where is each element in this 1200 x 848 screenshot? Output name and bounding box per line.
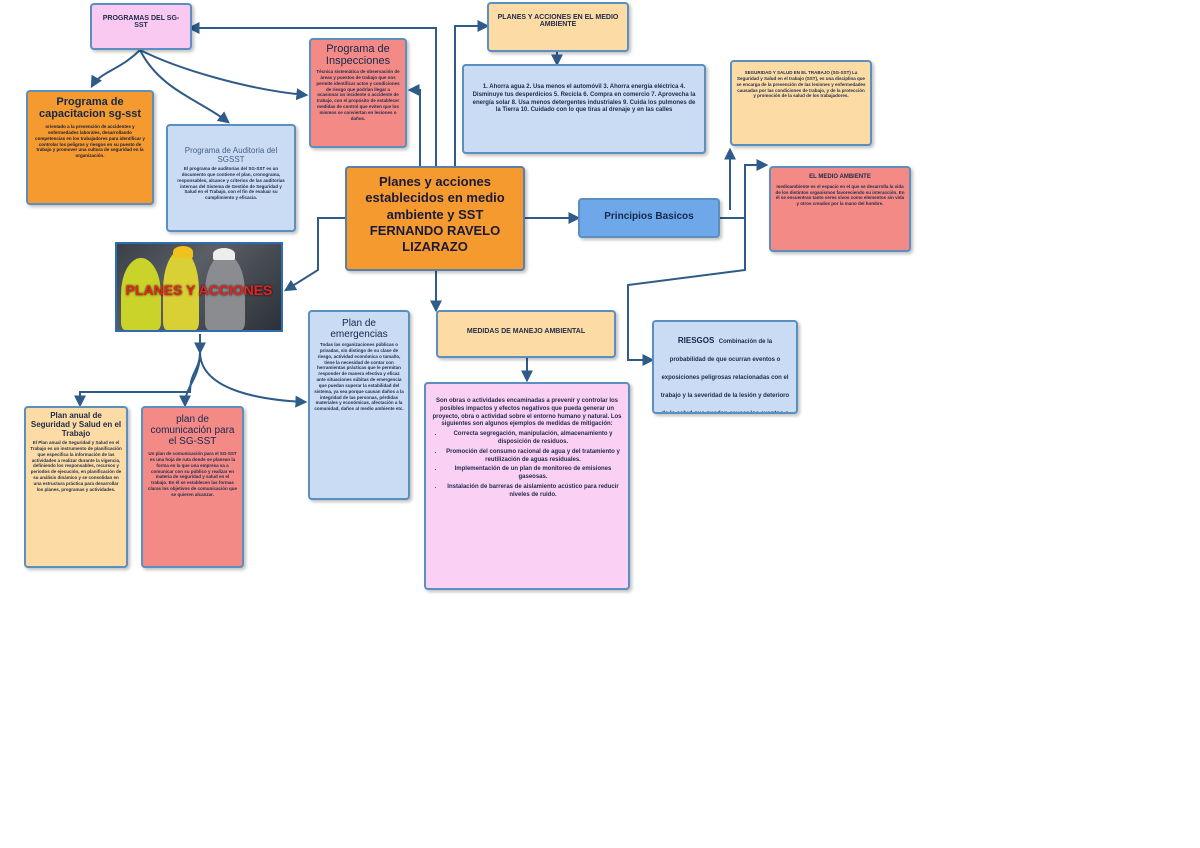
comunicacion-text: Un plan de comunicación para el SG-SST e… (147, 451, 238, 497)
principios-node[interactable]: Principios Basicos (578, 198, 720, 238)
acciones-list-node[interactable]: 1. Ahorra agua 2. Usa menos el automóvil… (462, 64, 706, 154)
comunicacion-node[interactable]: plan de comunicación para el SG-SST Un p… (141, 406, 244, 568)
medio-ambiente-plans-title: PLANES Y ACCIONES EN EL MEDIO AMBIENTE (497, 14, 619, 28)
comunicacion-title: plan de comunicación para el SG-SST (150, 414, 235, 447)
sst-definition-text: SEGURIDAD Y SALUD EN EL TRABAJO (SG-SST)… (736, 70, 866, 99)
emergencias-node[interactable]: Plan de emergencias Todas las organizaci… (308, 310, 410, 500)
planes-acciones-photo: PLANES Y ACCIONES (115, 242, 283, 332)
acciones-list-text: 1. Ahorra agua 2. Usa menos el automóvil… (472, 84, 696, 114)
medio-ambiente-def-title: EL MEDIO AMBIENTE (809, 174, 871, 180)
auditoria-text: El programa de auditorías del SG-SST es … (177, 166, 285, 201)
auditoria-title: Programa de Auditoria del SGSST (184, 146, 278, 164)
medida-item: Promoción del consumo racional de agua y… (444, 449, 622, 465)
medidas-text-node[interactable]: Son obras o actividades encaminadas a pr… (424, 382, 630, 590)
principios-title: Principios Basicos (604, 211, 694, 222)
worker-figure-2 (163, 250, 199, 330)
medio-ambiente-def-node[interactable]: EL MEDIO AMBIENTE medioambiente es el es… (769, 166, 911, 252)
inspecciones-text: Técnica sistemática de observación de ár… (316, 69, 400, 121)
helmet-shape (173, 246, 193, 258)
riesgos-node[interactable]: RIESGOS Combinación de la probabilidad d… (652, 320, 798, 414)
sst-definition-node[interactable]: SEGURIDAD Y SALUD EN EL TRABAJO (SG-SST)… (730, 60, 872, 146)
plan-anual-node[interactable]: Plan anual de Seguridad y Salud en el Tr… (24, 406, 128, 568)
capacitacion-text: orientado a la prevención de accidentes … (35, 124, 145, 159)
riesgos-text: Combinación de la probabilidad de que oc… (660, 339, 790, 414)
emergencias-title: Plan de emergencias (330, 318, 388, 340)
medidas-node[interactable]: MEDIDAS DE MANEJO AMBIENTAL (436, 310, 616, 358)
medida-item: Implementación de un plan de monitoreo d… (444, 466, 622, 482)
programas-sgsst-node[interactable]: PROGRAMAS DEL SG-SST (90, 3, 192, 50)
plan-anual-title: Plan anual de Seguridad y Salud en el Tr… (30, 411, 122, 438)
programas-sgsst-title: PROGRAMAS DEL SG-SST (102, 15, 180, 29)
photo-label: PLANES Y ACCIONES (125, 282, 273, 298)
central-author: FERNANDO RAVELO LIZARAZO (369, 222, 501, 254)
capacitacion-title: Programa de capacitacion sg-sst (38, 96, 142, 120)
helmet-shape (213, 248, 235, 260)
capacitacion-node[interactable]: Programa de capacitacion sg-sst orientad… (26, 90, 154, 205)
medida-item: Instalación de barreras de aislamiento a… (444, 484, 622, 500)
auditoria-node[interactable]: Programa de Auditoria del SGSST El progr… (166, 124, 296, 232)
worker-figure-1 (121, 258, 161, 330)
medio-ambiente-plans-node[interactable]: PLANES Y ACCIONES EN EL MEDIO AMBIENTE (487, 2, 629, 52)
inspecciones-node[interactable]: Programa de Inspecciones Técnica sistemá… (309, 38, 407, 148)
medidas-intro: Son obras o actividades encaminadas a pr… (432, 398, 622, 428)
worker-figure-3 (205, 254, 245, 330)
emergencias-text: Todas las organizaciones públicas o priv… (314, 342, 404, 412)
central-node[interactable]: Planes y acciones establecidos en medio … (345, 166, 525, 271)
medidas-title: MEDIDAS DE MANEJO AMBIENTAL (466, 328, 586, 335)
medida-item: Correcta segregación, manipulación, alma… (444, 431, 622, 447)
medio-ambiente-def-text: medioambiente es el espacio en el que se… (775, 183, 905, 207)
medidas-list: Correcta segregación, manipulación, alma… (432, 431, 622, 499)
plan-anual-text: El Plan anual de Seguridad y Salud en el… (30, 440, 122, 492)
central-title: Planes y acciones establecidos en medio … (365, 174, 505, 222)
riesgos-title: RIESGOS (677, 336, 715, 345)
inspecciones-title: Programa de Inspecciones (325, 43, 391, 67)
